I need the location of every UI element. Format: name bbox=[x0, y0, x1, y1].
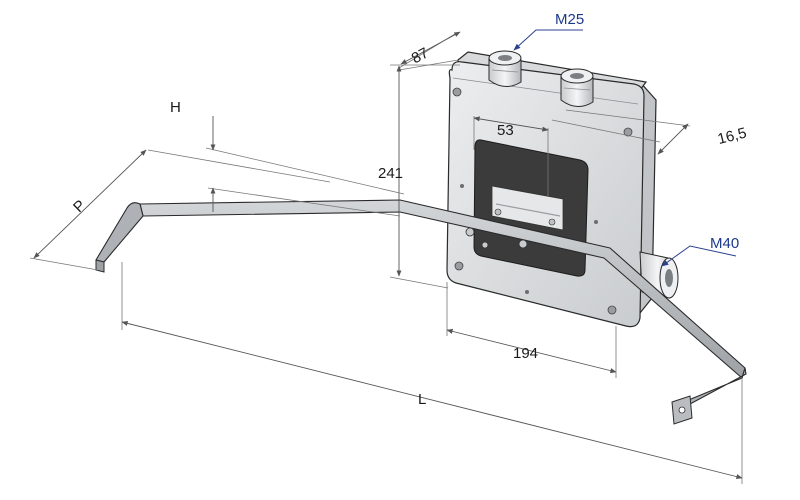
dimension-lid-offset: 16,5 bbox=[551, 109, 748, 155]
callout-m25: M25 bbox=[513, 11, 584, 51]
bracket-foot-hole bbox=[678, 406, 686, 414]
terminal-screw-2 bbox=[548, 218, 556, 226]
bracket-height-label: H bbox=[170, 99, 181, 116]
bracket-projection-label: P bbox=[70, 197, 89, 216]
screw-top-left bbox=[452, 87, 462, 97]
callout-m40: M40 bbox=[661, 235, 739, 267]
screw-top-right bbox=[623, 127, 633, 137]
m40-label: M40 bbox=[710, 235, 739, 252]
width-label: 194 bbox=[513, 345, 538, 362]
terminal-block bbox=[491, 185, 564, 231]
depth-label: 87 bbox=[409, 44, 432, 67]
dimension-window-width: 53 bbox=[473, 116, 549, 196]
dimension-height: 241 bbox=[378, 64, 460, 289]
bracket-bolt-3 bbox=[481, 241, 489, 249]
terminal-screw-1 bbox=[494, 208, 502, 216]
bracket-bolt-1 bbox=[465, 227, 475, 237]
dimension-bracket-height: H bbox=[170, 99, 405, 217]
mount-hole-2 bbox=[594, 220, 598, 224]
bracket-left-foot bbox=[95, 259, 105, 273]
bracket-bolt-2 bbox=[518, 239, 528, 249]
window-width-label: 53 bbox=[497, 122, 514, 139]
enclosure-lid-seam bbox=[452, 77, 639, 105]
enclosure bbox=[446, 51, 657, 328]
m25-label: M25 bbox=[555, 11, 584, 28]
screw-bottom-left bbox=[454, 261, 464, 271]
dimension-depth: 87 bbox=[398, 31, 461, 71]
cable-gland-m25-left bbox=[488, 50, 522, 87]
screw-bottom-right bbox=[607, 305, 617, 315]
dimension-overall-length: L bbox=[121, 262, 743, 484]
bracket-left-arm bbox=[95, 202, 144, 263]
height-label: 241 bbox=[378, 165, 403, 182]
bracket-bar bbox=[139, 199, 746, 379]
overall-length-label: L bbox=[418, 391, 426, 408]
lid-offset-label: 16,5 bbox=[716, 124, 748, 148]
mount-hole-1 bbox=[460, 184, 464, 188]
cable-gland-m25-right bbox=[560, 68, 594, 107]
mount-hole-3 bbox=[525, 290, 529, 294]
